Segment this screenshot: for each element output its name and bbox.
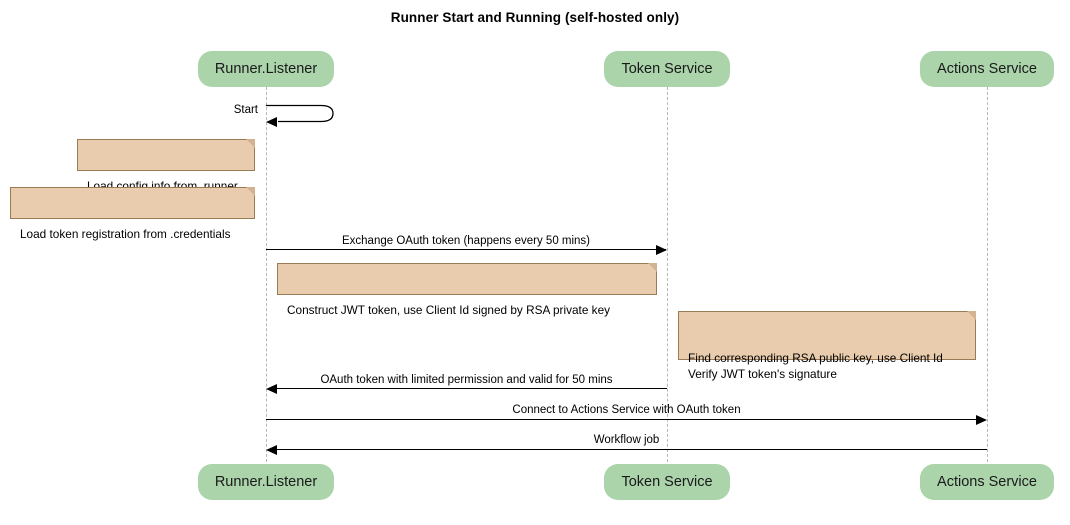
participant-token-bottom[interactable]: Token Service — [604, 464, 730, 500]
note-text: Load token registration from .credential… — [20, 227, 231, 241]
lifeline-actions — [987, 87, 988, 462]
message-oauth-reply-arrowhead — [266, 383, 277, 394]
participant-runner-bottom[interactable]: Runner.Listener — [198, 464, 334, 500]
message-connect-actions-line — [266, 419, 977, 420]
participant-label: Token Service — [621, 61, 713, 77]
participant-label: Token Service — [621, 474, 713, 490]
note-text: Construct JWT token, use Client Id signe… — [287, 303, 611, 317]
note-fold-icon — [967, 311, 976, 320]
note-verify-jwt: Find corresponding RSA public key, use C… — [678, 311, 976, 381]
message-start-label: Start — [233, 104, 258, 116]
message-workflow-job-line — [276, 449, 987, 450]
note-fold-icon — [648, 263, 657, 272]
note-load-token-registration: Load token registration from .credential… — [10, 187, 255, 241]
participant-actions-bottom[interactable]: Actions Service — [920, 464, 1054, 500]
participant-label: Runner.Listener — [214, 61, 318, 77]
message-oauth-reply-line — [276, 388, 667, 389]
note-fold-icon — [246, 139, 255, 148]
message-start-loop — [266, 100, 336, 128]
message-start-arrowhead — [266, 116, 277, 127]
page-title: Runner Start and Running (self-hosted on… — [390, 10, 680, 25]
message-exchange-oauth-line — [266, 249, 666, 250]
message-exchange-oauth-label: Exchange OAuth token (happens every 50 m… — [341, 235, 591, 247]
participant-runner-top[interactable]: Runner.Listener — [198, 51, 334, 87]
message-oauth-reply-label: OAuth token with limited permission and … — [320, 374, 613, 386]
note-load-config: Load config info from .runner — [77, 139, 255, 193]
participant-token-top[interactable]: Token Service — [604, 51, 730, 87]
lifeline-token — [667, 87, 668, 462]
message-connect-actions-arrowhead — [976, 414, 987, 425]
note-construct-jwt: Construct JWT token, use Client Id signe… — [277, 263, 657, 317]
self-loop-path — [266, 104, 334, 123]
note-text: Find corresponding RSA public key, use C… — [688, 351, 943, 381]
message-exchange-oauth-arrowhead — [656, 244, 667, 255]
participant-label: Runner.Listener — [214, 474, 318, 490]
message-workflow-job-label: Workflow job — [593, 434, 660, 446]
message-workflow-job-arrowhead — [266, 444, 277, 455]
participant-label: Actions Service — [937, 61, 1037, 77]
message-connect-actions-label: Connect to Actions Service with OAuth to… — [512, 404, 741, 416]
note-fold-icon — [246, 187, 255, 196]
participant-actions-top[interactable]: Actions Service — [920, 51, 1054, 87]
participant-label: Actions Service — [937, 474, 1037, 490]
lifeline-runner — [266, 87, 267, 462]
